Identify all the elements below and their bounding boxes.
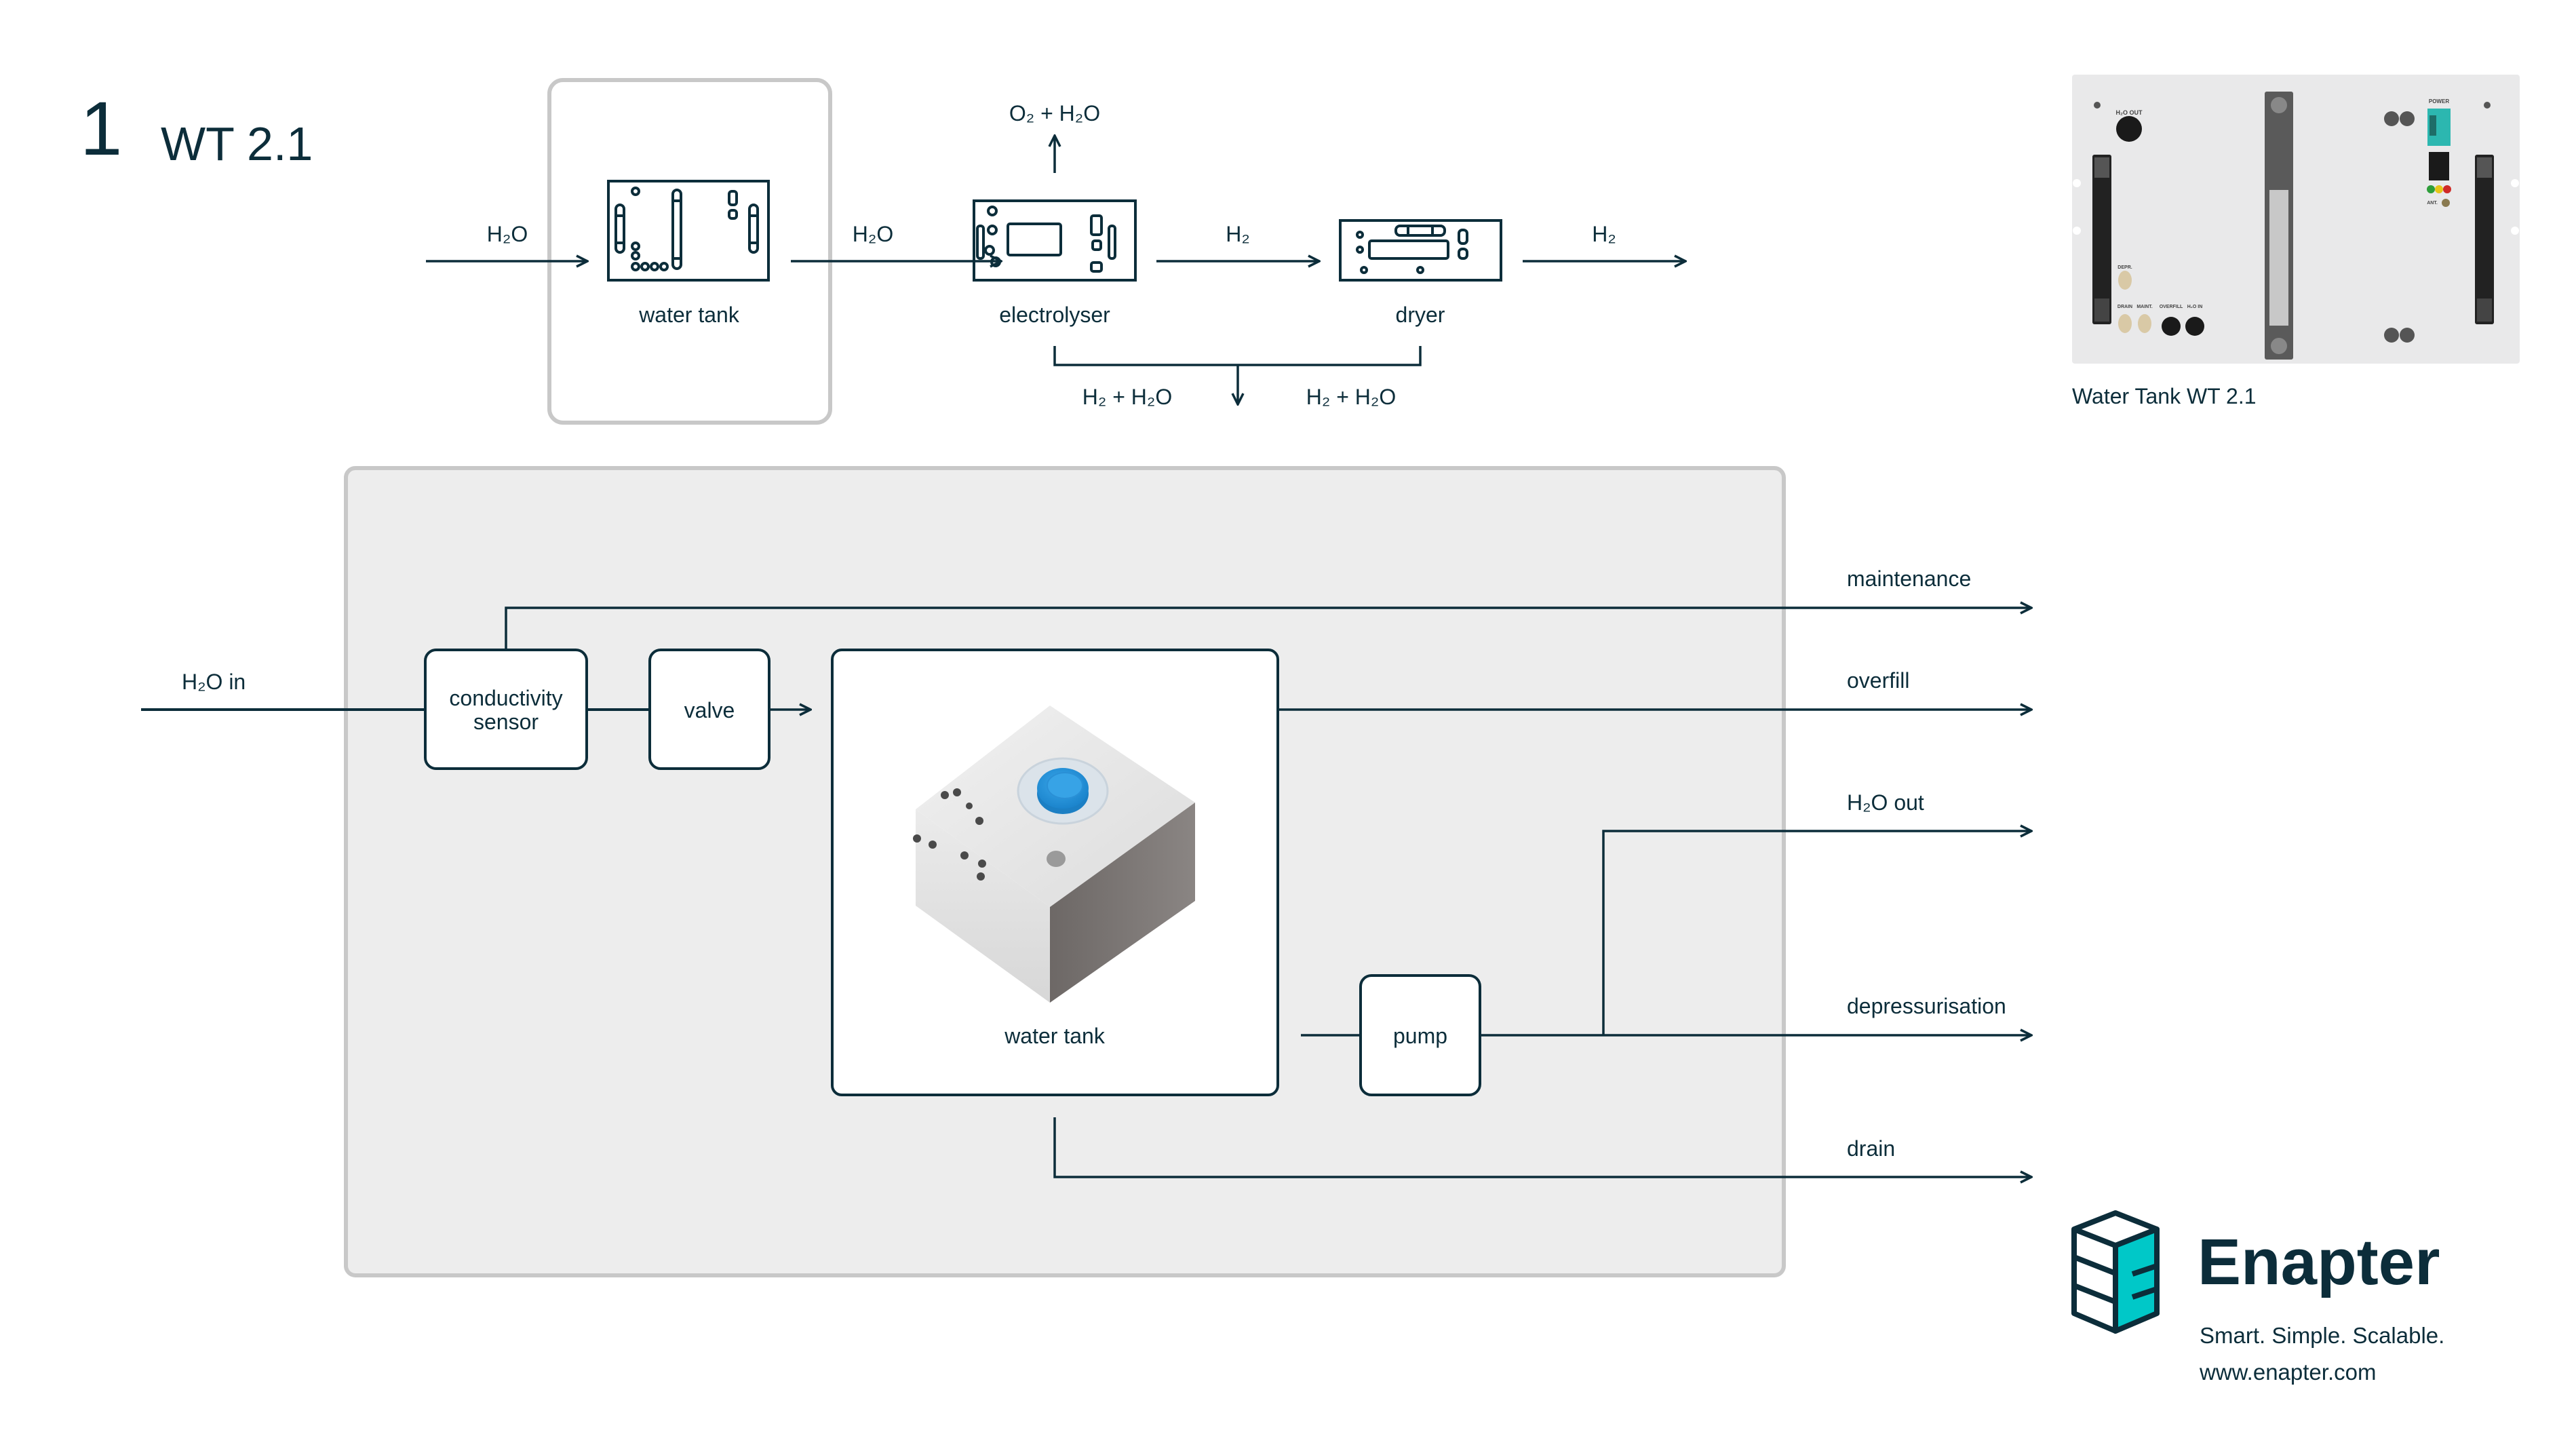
- page-title: WT 2.1: [161, 117, 313, 170]
- water-tank-illustration: [913, 706, 1195, 1003]
- led-yellow: [2435, 185, 2443, 193]
- output-label-drain: drain: [1847, 1136, 1895, 1161]
- water-tank-icon: [607, 180, 770, 282]
- port-overfill: [2162, 317, 2181, 336]
- section-number: 1: [80, 86, 122, 171]
- label-return-left: H₂ + H₂O: [1082, 385, 1172, 409]
- line-h2o-out: [1602, 831, 2031, 1035]
- brand-url[interactable]: www.enapter.com: [2199, 1359, 2376, 1385]
- output-label-h2o-out: H₂O out: [1847, 790, 1924, 815]
- output-label-overfill: overfill: [1847, 668, 1909, 693]
- label-o2-h2o: O₂ + H₂O: [1009, 101, 1100, 126]
- port-drain: [2118, 314, 2132, 333]
- antenna-port: [2442, 199, 2450, 207]
- enapter-logo-icon: [2071, 1210, 2160, 1334]
- left-handle: [2092, 155, 2111, 324]
- electrolyser-icon: [973, 199, 1137, 282]
- dryer-icon: [1339, 219, 1502, 282]
- port-maint: [2138, 314, 2151, 333]
- line-maintenance: [505, 608, 2031, 650]
- brand-tagline: Smart. Simple. Scalable.: [2200, 1323, 2444, 1348]
- product-photo: H₂O OUT POWER ANT. DEPR. DRAIN: [2072, 75, 2520, 364]
- label-h2o-in: H₂O: [487, 222, 528, 246]
- panel-label-ant: ANT.: [2427, 201, 2438, 206]
- port-h2o-out: [2116, 116, 2142, 142]
- front-panel: [2072, 75, 2520, 364]
- label-water-tank-overview: water tank: [638, 303, 740, 327]
- brand-name: Enapter: [2198, 1226, 2440, 1298]
- label-return-right: H₂ + H₂O: [1306, 385, 1396, 409]
- valve-label: valve: [684, 698, 735, 722]
- label-electrolyser: electrolyser: [999, 303, 1110, 327]
- right-handle: [2475, 155, 2494, 324]
- led-red: [2443, 185, 2451, 193]
- panel-label-power: POWER: [2429, 98, 2449, 104]
- label-dryer: dryer: [1396, 303, 1445, 327]
- panel-label-h2o-out: H₂O OUT: [2116, 109, 2143, 116]
- panel-label-depr: DEPR.: [2118, 265, 2132, 270]
- port-depr: [2118, 271, 2132, 290]
- panel-label-maint: MAINT.: [2136, 305, 2152, 309]
- label-h2o-in-detail: H₂O in: [182, 670, 246, 694]
- highlight-frame: [547, 78, 832, 425]
- product-caption: Water Tank WT 2.1: [2072, 384, 2257, 408]
- output-label-maintenance: maintenance: [1847, 566, 1971, 591]
- label-dryer-out: H₂: [1592, 222, 1616, 246]
- panel-label-h2o-in: H₂O IN: [2187, 305, 2203, 309]
- led-green: [2427, 185, 2435, 193]
- overview-flow: H₂O water tank H₂O: [426, 78, 1685, 425]
- line-drain: [1053, 1117, 2031, 1177]
- output-label-depressurisation: depressurisation: [1847, 994, 2006, 1018]
- return-bracket: [1053, 346, 1422, 366]
- panel-label-overfill: OVERFILL: [2160, 305, 2183, 309]
- label-electrolyser-to-dryer: H₂: [1226, 222, 1250, 246]
- panel-label-drain: DRAIN: [2118, 305, 2132, 309]
- conductivity-sensor-label-1: conductivity: [449, 686, 562, 710]
- detail-flow: H₂O in conductivity sensor valve: [141, 466, 2031, 1277]
- label-tank-to-electrolyser: H₂O: [853, 222, 893, 246]
- power-switch: [2429, 152, 2449, 180]
- conductivity-sensor-label-2: sensor: [473, 710, 539, 734]
- pump-label: pump: [1393, 1024, 1447, 1048]
- water-tank-label-detail: water tank: [1004, 1024, 1106, 1048]
- port-h2o-in: [2185, 317, 2204, 336]
